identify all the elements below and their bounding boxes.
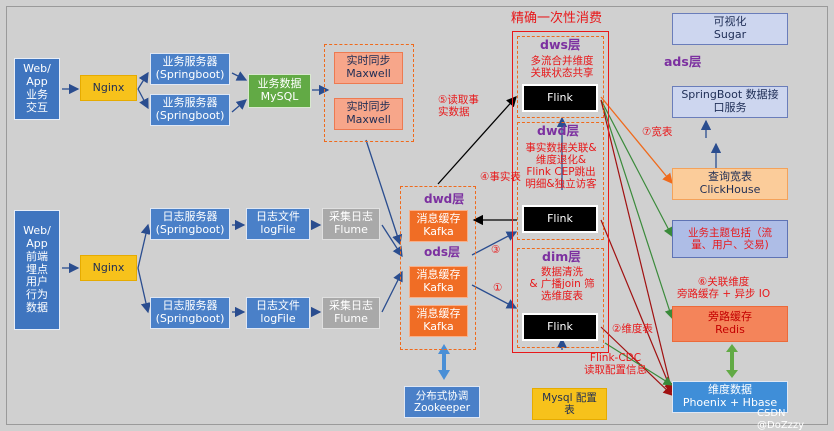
sugar-visualization: 可视化 Sugar bbox=[672, 13, 788, 45]
maxwell-sync-1: 实时同步 Maxwell bbox=[334, 52, 403, 84]
dws-layer-label: dws层 bbox=[540, 37, 581, 52]
zookeeper-coordination: 分布式协调 Zookeeper bbox=[404, 386, 480, 418]
annotation-4: ④事实表 bbox=[480, 171, 521, 183]
flink-cdc-note: Flink-CDC 读取配置信息 bbox=[584, 352, 647, 377]
clickhouse-wide-table: 查询宽表 ClickHouse bbox=[672, 168, 788, 200]
kafka-group bbox=[400, 186, 476, 350]
log-file-1: 日志文件 logFile bbox=[246, 208, 310, 240]
annotation-3: ③ bbox=[491, 244, 501, 256]
log-file-2: 日志文件 logFile bbox=[246, 297, 310, 329]
annotation-5: ⑤读取事 实数据 bbox=[438, 94, 479, 119]
flink-dwd: Flink bbox=[522, 205, 598, 233]
business-server-1: 业务服务器 (Springboot) bbox=[150, 53, 230, 85]
web-app-business-source: Web/ App 业务 交互 bbox=[14, 58, 60, 120]
dwd-note: 事实数据关联& 维度退化& Flink CEP跳出 明细&独立访客 bbox=[525, 142, 597, 191]
flume-collector-2: 采集日志 Flume bbox=[322, 297, 380, 329]
diagram-title: 精确一次性消费 bbox=[511, 11, 603, 26]
dws-group bbox=[517, 36, 604, 118]
phoenix-hbase-dimension: 维度数据 Phoenix + Hbase bbox=[672, 381, 788, 413]
kafka-ods-2: 消息缓存 Kafka bbox=[409, 305, 468, 337]
kafka-ods-1: 消息缓存 Kafka bbox=[409, 266, 468, 298]
ads-layer-label: ads层 bbox=[664, 54, 702, 69]
flume-collector-1: 采集日志 Flume bbox=[322, 208, 380, 240]
business-subject-note: 业务主题包括（流 量、用户、交易) bbox=[672, 220, 788, 258]
maxwell-group bbox=[324, 44, 414, 142]
mysql-config-table: Mysql 配置 表 bbox=[532, 388, 607, 420]
dwd-layer-label: dwd层 bbox=[424, 192, 465, 206]
business-server-2: 业务服务器 (Springboot) bbox=[150, 94, 230, 126]
annotation-6: ⑥关联维度 旁路缓存 + 异步 IO bbox=[677, 276, 771, 301]
log-server-1: 日志服务器 (Springboot) bbox=[150, 208, 230, 240]
nginx-business: Nginx bbox=[80, 75, 137, 101]
dim-layer-label: dim层 bbox=[542, 249, 581, 264]
annotation-1: ① bbox=[493, 282, 503, 294]
ods-layer-label: ods层 bbox=[424, 245, 460, 259]
nginx-tracking: Nginx bbox=[80, 255, 137, 281]
dws-note: 多流合并维度 关联状态共享 bbox=[530, 55, 594, 80]
dwd-processing-label: dwd层 bbox=[537, 123, 579, 138]
dim-group bbox=[517, 248, 604, 348]
dim-note: 数据清洗 & 广播join 筛 选维度表 bbox=[529, 266, 595, 303]
web-app-tracking-source: Web/ App 前端 埋点 用户 行为 数据 bbox=[14, 210, 60, 330]
annotation-2: ②维度表 bbox=[612, 323, 653, 335]
log-server-2: 日志服务器 (Springboot) bbox=[150, 297, 230, 329]
watermark: CSDN @DoZzzy bbox=[757, 408, 805, 431]
maxwell-sync-2: 实时同步 Maxwell bbox=[334, 98, 403, 130]
redis-side-cache: 旁路缓存 Redis bbox=[672, 306, 788, 342]
exactly-once-region bbox=[512, 31, 609, 353]
annotation-7: ⑦宽表 bbox=[642, 126, 673, 138]
dwd-group bbox=[517, 122, 604, 240]
flink-dim: Flink bbox=[522, 313, 598, 341]
flink-dws: Flink bbox=[522, 84, 598, 112]
springboot-api-service: SpringBoot 数据接 口服务 bbox=[672, 86, 788, 118]
mysql-business-data: 业务数据 MySQL bbox=[248, 74, 311, 108]
outer-frame bbox=[6, 6, 828, 425]
kafka-dwd: 消息缓存 Kafka bbox=[409, 210, 468, 242]
